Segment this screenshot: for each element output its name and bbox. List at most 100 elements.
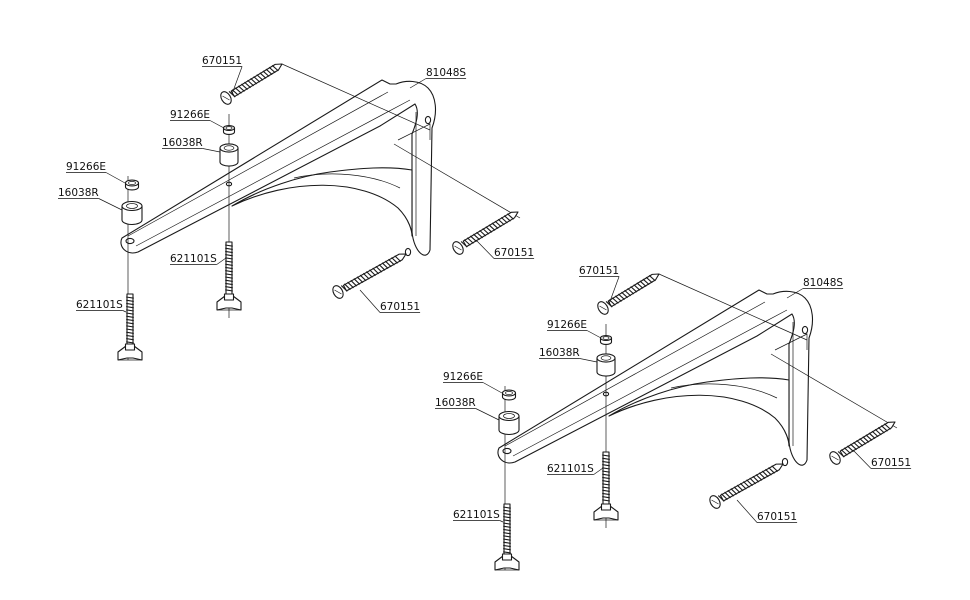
screw-thread [621,291,629,299]
wing-bolt-left [494,503,520,571]
screw-thread [344,283,351,291]
screw-thread [752,475,760,483]
screw-thread [611,297,619,304]
bolt-thread [126,309,134,312]
screw-thread [865,434,873,441]
wing-bolt-center [216,241,242,311]
bolt-thread [503,551,511,554]
bolt-thread [126,296,134,299]
label-screw-top-text: 670151 [579,265,619,277]
label-spacer-center-leader [579,358,598,363]
screw-thread [234,87,242,94]
screw-thread [463,239,471,246]
screw-thread [733,486,741,494]
bolt-thread [602,480,610,483]
screw-thread [256,74,264,81]
bolt-thread [503,532,511,535]
label-wing-bolt-left: 621101S [76,299,127,313]
bolt-thread [503,512,511,516]
wing-nut [494,555,520,571]
bracket-hole-top [424,115,432,125]
screw-thread [862,436,870,443]
bolt-thread [503,548,511,551]
shelf-bracket [497,289,814,467]
bolt-thread [503,541,511,544]
bracket-hole-top [801,325,809,335]
screw-thread [837,451,845,458]
bolt-thread [225,289,233,292]
screw-slot [454,245,462,251]
bolt-thread [602,489,610,492]
screw-shank [342,253,407,292]
bolt-thread [126,325,134,328]
screw-thread [494,220,502,228]
cylinder-top [121,200,143,212]
label-bracket: 81048S [409,67,466,89]
screw-thread [340,285,348,292]
bolt-thread [602,460,610,464]
label-spacer-left: 16038R [435,397,500,421]
cylinder-top [501,389,517,397]
screw-thread [366,271,373,278]
screw-thread [850,443,857,451]
cylinder-top [498,410,520,422]
bolt-thread [126,312,134,315]
bracket-leg-slot [774,333,808,351]
screw-thread [636,282,644,289]
bracket-arm-edge [504,301,788,457]
spacer-center [219,143,239,167]
cylinder-bore [600,355,612,361]
screw-thread [359,274,367,282]
label-washer-left: 91266E [443,371,503,394]
bolt-thread [503,519,511,522]
screw-thread [874,428,882,436]
bolt-thread [503,535,511,538]
label-wing-bolt-left-text: 621101S [453,509,500,521]
screw-thread [378,264,386,271]
screw-thread [768,467,775,474]
label-spacer-left: 16038R [58,187,123,211]
label-washer-center-text: 91266E [170,109,210,121]
washer-center [599,334,613,345]
label-wing-bolt-center-text: 621101S [547,463,594,475]
bolt-thread [503,522,511,525]
wing-nut [216,295,242,311]
bracket-hole-bottom [781,457,789,467]
label-screw-bottom-text: 670151 [380,301,420,313]
wing-nut-hub [600,503,612,511]
label-wing-bolt-center-leader [593,467,604,475]
label-wing-bolt-center-leader [216,257,227,265]
bolt-thread [602,454,610,457]
label-washer-left-leader [482,382,503,394]
screw-thread [500,216,508,224]
bracket-hole-end [502,447,512,455]
screw-thread [614,295,622,302]
cylinder-side [596,357,616,377]
bolt-thread [602,486,610,489]
bolt-thread [602,476,610,480]
screw-thread [391,257,398,264]
label-bracket: 81048S [786,277,843,299]
bracket-hole-end [125,237,135,245]
screw-thread [617,293,625,300]
screw-thread [271,64,279,72]
label-screw-right-text: 670151 [871,457,911,469]
bolt-thread [126,341,134,344]
washer-left [124,179,140,191]
axis-line-right-screw [770,353,898,429]
screw-thread [247,79,255,87]
screw-thread [237,85,245,92]
label-spacer-left-text: 16038R [435,397,476,409]
screw-thread [347,281,354,289]
cylinder-top [124,179,140,187]
screw-thread [253,76,261,83]
screw-thread [739,482,747,490]
bolt-thread [225,250,233,254]
cylinder-top [219,143,239,153]
screw-thread [871,430,879,438]
label-spacer-left-leader [98,198,123,211]
bolt-thread [503,528,511,532]
label-screw-right: 670151 [852,449,912,469]
label-wing-bolt-left: 621101S [453,509,504,523]
screw-thread [228,91,236,98]
